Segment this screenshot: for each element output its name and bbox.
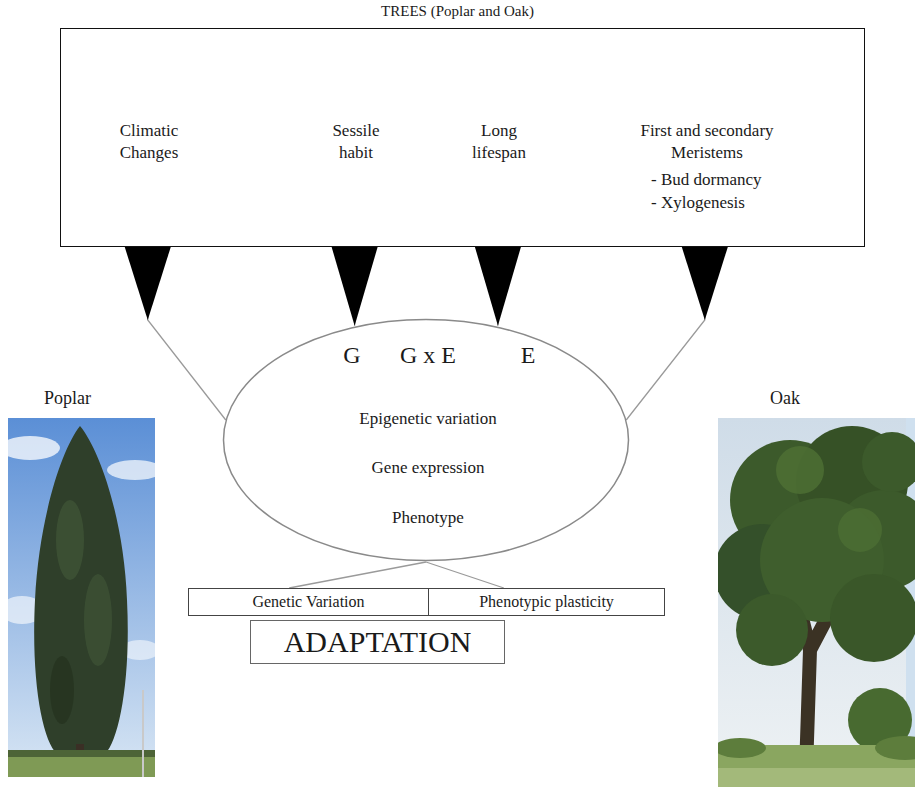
node-text: Epigenetic variation: [308, 408, 548, 430]
connector-group: [626, 247, 728, 420]
photo-label: Oak: [770, 388, 800, 409]
wedge-pointer: [475, 247, 521, 326]
connector-group: [332, 247, 378, 326]
process-ellipse: GG x E E Epigenetic variationGene expressi…: [222, 318, 630, 562]
factor-box: Climatic Changes Sessile habit Long lifesp…: [60, 28, 865, 247]
node-text: Genetic Variation: [252, 591, 364, 613]
node-text: Climatic Changes: [104, 120, 194, 164]
connector-line: [289, 562, 426, 588]
oak-photo: [718, 418, 915, 787]
node-text: G: [322, 340, 382, 370]
connector-group: [426, 562, 504, 588]
photo-label: Poplar: [44, 388, 91, 409]
diagram-title: TREES (Poplar and Oak): [0, 3, 915, 20]
node-text: ADAPTATION: [284, 624, 472, 660]
connector-group: [475, 247, 521, 326]
node-text: Phenotype: [308, 507, 548, 529]
poplar-photo: [8, 418, 155, 777]
outcome-box: Genetic Variation: [188, 588, 429, 616]
connector-line: [426, 562, 504, 588]
ellipse-shape: [224, 320, 629, 561]
node-text: Long lifespan: [459, 120, 539, 164]
connector-group: [289, 562, 426, 588]
result-box: ADAPTATION: [250, 620, 505, 664]
node-text: - Bud dormancy: [651, 169, 801, 191]
outcome-box: Phenotypic plasticity: [428, 588, 665, 616]
node-text: E: [498, 340, 558, 370]
node-text: Sessile habit: [321, 120, 391, 164]
node-text: - Xylogenesis: [651, 192, 801, 214]
wedge-pointer: [332, 247, 378, 326]
connector-group: [125, 247, 226, 420]
node-text: First and secondary Meristems: [619, 120, 795, 164]
wedge-pointer: [125, 247, 171, 320]
wedge-pointer: [682, 247, 728, 320]
node-text: G x E: [368, 340, 488, 370]
node-text: Gene expression: [308, 457, 548, 479]
node-text: Phenotypic plasticity: [479, 591, 614, 613]
